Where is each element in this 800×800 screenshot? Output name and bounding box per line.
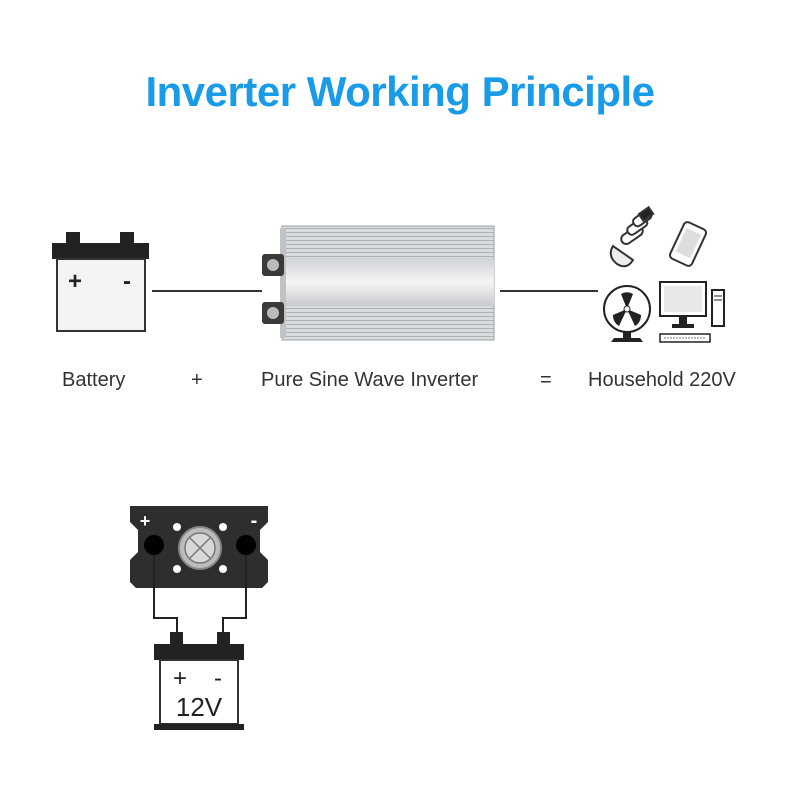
household-caption: Household 220V xyxy=(588,369,736,391)
battery-caption: Battery xyxy=(62,369,126,391)
battery-12v-minus-label: - xyxy=(214,665,222,692)
phone-icon xyxy=(668,221,708,267)
computer-icon xyxy=(659,281,725,343)
inverter-negative-label: - xyxy=(251,510,258,532)
bulb-icon xyxy=(609,205,655,268)
inverter-positive-label: + xyxy=(140,511,151,531)
battery-plus-label: + xyxy=(68,268,82,295)
inverter-icon xyxy=(262,225,495,341)
negative-wire xyxy=(222,555,247,634)
battery-12v-icon: + - 12V xyxy=(154,632,244,730)
battery-icon: + - xyxy=(52,232,149,332)
page-title: Inverter Working Principle xyxy=(145,68,655,115)
fan-icon xyxy=(603,285,651,342)
positive-wire xyxy=(153,555,178,634)
battery-voltage-label: 12V xyxy=(176,692,223,722)
inverter-terminal-panel: + - xyxy=(130,506,268,588)
plus-sign: + xyxy=(191,369,203,391)
equals-sign: = xyxy=(540,369,552,391)
battery-minus-label: - xyxy=(123,268,131,295)
inverter-caption: Pure Sine Wave Inverter xyxy=(261,369,479,391)
battery-12v-plus-label: + xyxy=(173,665,187,692)
